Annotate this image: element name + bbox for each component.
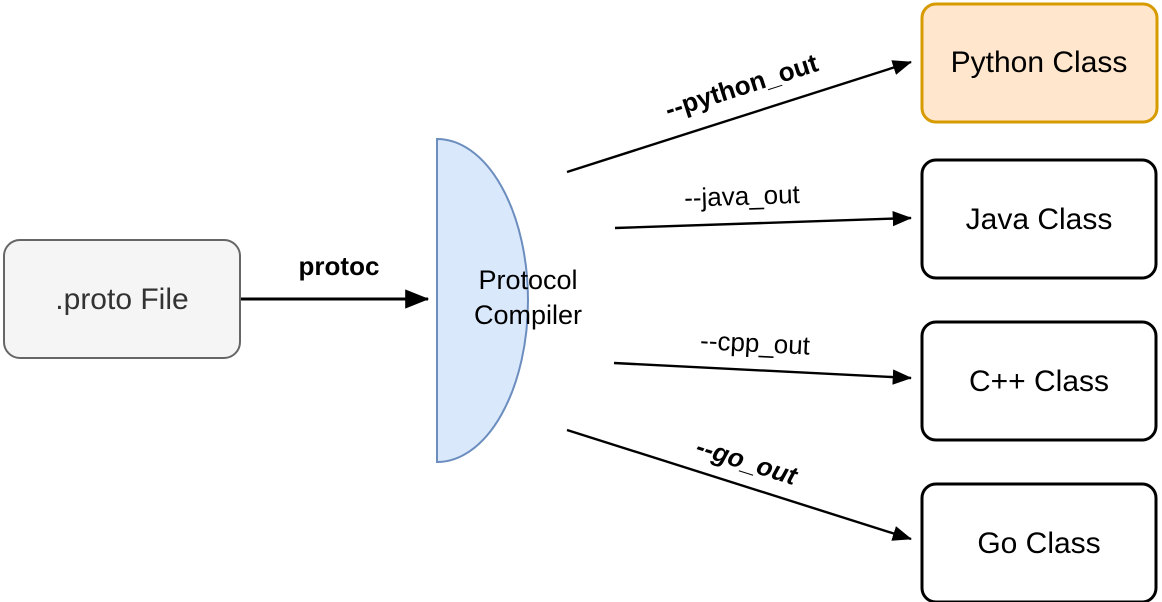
- java-out-arrow: [614, 210, 912, 230]
- protocol-compiler-shape[interactable]: [436, 137, 529, 464]
- cpp-out-arrow: [613, 361, 912, 385]
- python-out-edge-label: --python_out: [661, 47, 822, 124]
- go-out-edge-label: --go_out: [693, 431, 802, 491]
- node-cpp-class[interactable]: C++ Class: [920, 320, 1158, 442]
- cpp-class-box[interactable]: [920, 320, 1158, 442]
- edge-python-out: --python_out: [566, 47, 912, 174]
- go-class-label: Go Class: [977, 527, 1100, 560]
- java-out-edge-label: --java_out: [684, 179, 801, 213]
- protocol-compiler-label-line2: Compiler: [474, 300, 582, 330]
- node-python-class[interactable]: Python Class: [920, 2, 1159, 124]
- proto-file-box[interactable]: [3, 239, 241, 359]
- java-class-box[interactable]: [920, 158, 1158, 280]
- edge-cpp-out: --cpp_out: [613, 325, 912, 385]
- python-class-box[interactable]: [920, 2, 1159, 124]
- edge-java-out: --java_out: [614, 179, 912, 230]
- go-out-arrow: [566, 428, 912, 541]
- cpp-class-label: C++ Class: [969, 365, 1109, 398]
- go-class-box[interactable]: [920, 482, 1158, 602]
- node-go-class[interactable]: Go Class: [920, 482, 1158, 602]
- node-protocol-compiler[interactable]: Protocol Compiler: [436, 137, 582, 464]
- python-class-label: Python Class: [951, 46, 1128, 79]
- python-out-arrow: [566, 60, 912, 174]
- proto-file-label: .proto File: [55, 283, 188, 316]
- java-class-label: Java Class: [966, 203, 1113, 236]
- edge-protoc: protoc: [241, 251, 430, 309]
- edge-go-out: --go_out: [566, 428, 912, 541]
- protocol-compiler-label-line1: Protocol: [478, 265, 577, 295]
- node-java-class[interactable]: Java Class: [920, 158, 1158, 280]
- node-proto-file[interactable]: .proto File: [3, 239, 241, 359]
- cpp-out-edge-label: --cpp_out: [699, 325, 811, 361]
- protoc-edge-label: protoc: [299, 251, 380, 281]
